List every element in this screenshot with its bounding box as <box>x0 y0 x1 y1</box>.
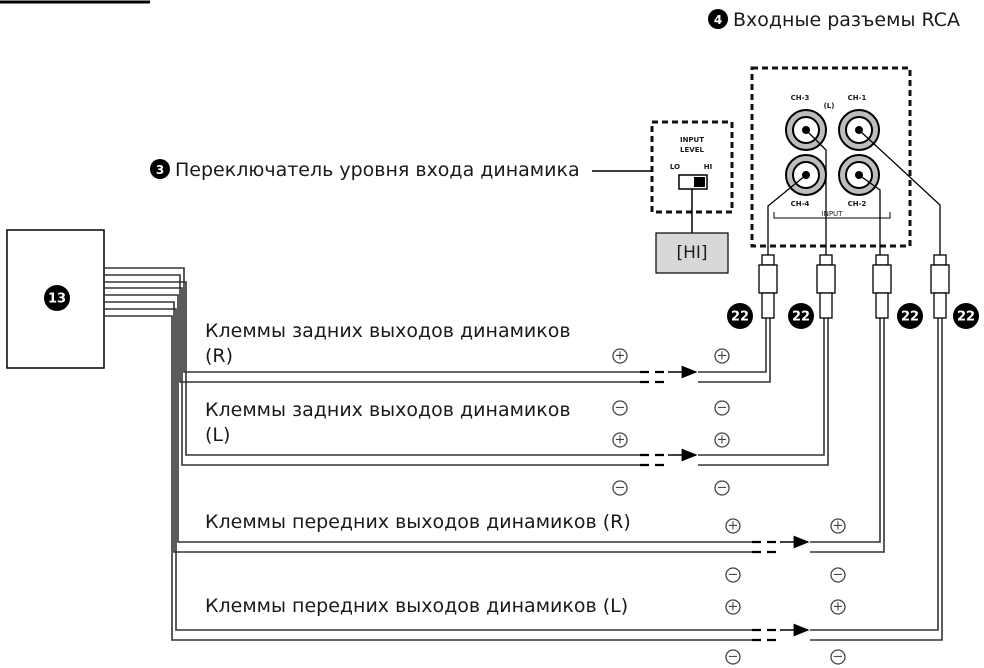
svg-text:22: 22 <box>901 310 919 325</box>
svg-text:22: 22 <box>731 310 749 325</box>
svg-text:+: + <box>615 433 626 448</box>
minus-symbol: − <box>830 649 846 665</box>
switch-title-number: 3 <box>156 163 164 177</box>
input-level-text-2: LEVEL <box>680 146 704 154</box>
svg-text:+: + <box>717 349 728 364</box>
svg-text:+: + <box>717 433 728 448</box>
svg-text:−: − <box>833 650 844 665</box>
polarity-symbols: + + − − + + − − + + − − + + − − <box>612 348 846 665</box>
plug-wires <box>698 318 943 641</box>
switch-title: 3 Переключатель уровня входа динамика <box>150 159 652 181</box>
rear-r-suffix: (R) <box>205 345 233 367</box>
connection-gaps <box>640 365 810 642</box>
plug-badge: 22 <box>788 303 814 329</box>
svg-text:+: + <box>833 600 844 615</box>
minus-symbol: − <box>830 567 846 583</box>
svg-text:22: 22 <box>957 310 975 325</box>
rca-plug-2 <box>816 254 836 319</box>
minus-symbol: − <box>612 400 628 416</box>
wire-bundle <box>104 267 752 641</box>
input-level-text-1: INPUT <box>680 136 704 144</box>
rca-dashed-box <box>750 66 912 248</box>
ch3-text: CH-3 <box>791 94 810 102</box>
switch-title-text: Переключатель уровня входа динамика <box>175 159 580 181</box>
plug-badge: 22 <box>897 303 923 329</box>
rear-l-label: Клеммы задних выходов динамиков <box>205 399 571 421</box>
head-unit-number: 13 <box>48 292 66 307</box>
hi-setting-text: [HI] <box>676 243 707 263</box>
rca-plug-3 <box>872 254 892 319</box>
svg-text:−: − <box>717 481 728 496</box>
svg-text:−: − <box>615 481 626 496</box>
plus-symbol: + <box>612 348 628 364</box>
input-level-switch: INPUT LEVEL LO HI [HI] <box>650 120 734 274</box>
l-mark-text: (L) <box>824 102 835 110</box>
rca-plug-1 <box>758 254 778 319</box>
svg-text:−: − <box>717 401 728 416</box>
head-unit-badge <box>44 285 70 311</box>
svg-text:+: + <box>833 519 844 534</box>
plus-symbol: + <box>714 432 730 448</box>
rear-r-label: Клеммы задних выходов динамиков <box>205 320 571 342</box>
svg-text:+: + <box>728 600 739 615</box>
ch2-text: CH-2 <box>848 200 867 208</box>
front-r-label: Клеммы передних выходов динамиков (R) <box>205 511 631 533</box>
minus-symbol: − <box>612 480 628 496</box>
ch4-text: CH-4 <box>791 200 810 208</box>
minus-symbol: − <box>714 400 730 416</box>
plus-symbol: + <box>725 599 741 615</box>
rca-title-text: Входные разъемы RCA <box>733 9 960 31</box>
front-l-label: Клеммы передних выходов динамиков (L) <box>205 595 628 617</box>
hi-text: HI <box>704 163 712 171</box>
lo-text: LO <box>670 163 680 171</box>
input-word-text: INPUT <box>822 210 844 218</box>
rca-plug-4 <box>930 254 950 319</box>
svg-text:−: − <box>615 401 626 416</box>
rca-title: 4 Входные разъемы RCA <box>708 9 960 31</box>
minus-symbol: − <box>714 480 730 496</box>
plug-badge: 22 <box>953 303 979 329</box>
svg-text:+: + <box>728 519 739 534</box>
minus-symbol: − <box>725 649 741 665</box>
minus-symbol: − <box>725 567 741 583</box>
svg-text:−: − <box>728 650 739 665</box>
plus-symbol: + <box>725 518 741 534</box>
plus-symbol: + <box>714 348 730 364</box>
svg-text:−: − <box>833 568 844 583</box>
svg-text:−: − <box>728 568 739 583</box>
plus-symbol: + <box>830 518 846 534</box>
slide-switch-knob <box>694 177 705 187</box>
plus-symbol: + <box>830 599 846 615</box>
svg-text:+: + <box>615 349 626 364</box>
rca-inputs: CH-3 CH-1 (L) CH-4 CH-2 INPUT <box>750 66 941 255</box>
rear-l-suffix: (L) <box>205 424 230 446</box>
rca-title-number: 4 <box>714 13 722 27</box>
plug-badge: 22 <box>727 303 753 329</box>
svg-text:22: 22 <box>792 310 810 325</box>
hi-setting-box <box>655 232 729 274</box>
plus-symbol: + <box>612 432 628 448</box>
ch1-text: CH-1 <box>848 94 867 102</box>
head-unit: 13 <box>6 229 105 369</box>
